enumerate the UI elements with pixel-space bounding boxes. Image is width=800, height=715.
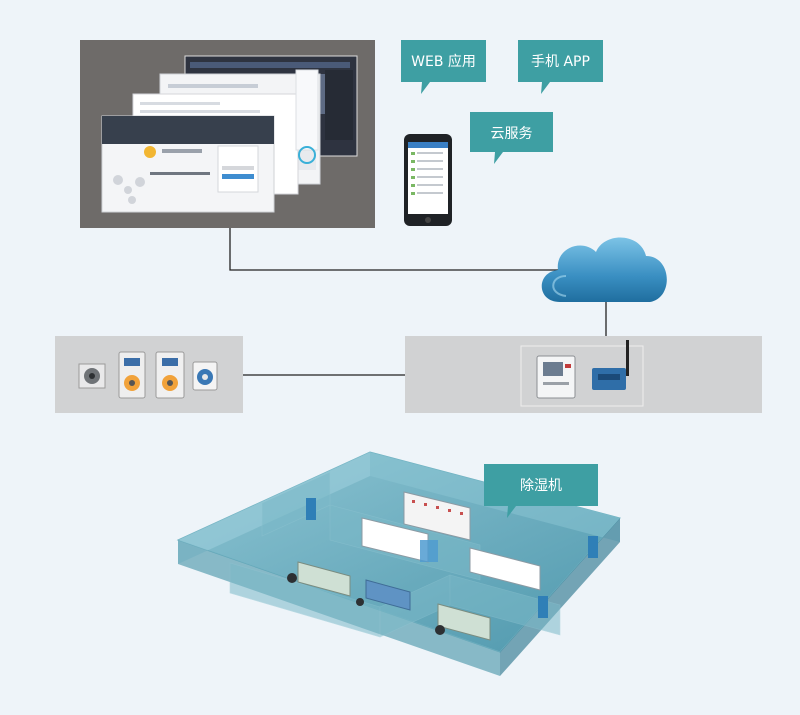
line-web-to-cloud bbox=[229, 228, 560, 271]
phone-device bbox=[404, 134, 452, 226]
connector-lines bbox=[229, 228, 607, 376]
callout-cloud-service-label: 云服务 bbox=[491, 126, 533, 142]
cloud-icon bbox=[541, 237, 667, 302]
callout-cloud-service: 云服务 bbox=[470, 112, 553, 164]
field-devices-panel bbox=[55, 336, 243, 413]
web-screens-panel bbox=[80, 40, 375, 228]
callout-dehumidifier-label: 除湿机 bbox=[520, 478, 562, 494]
callout-web-app-label: WEB 应用 bbox=[411, 53, 476, 70]
server-racks bbox=[361, 491, 541, 591]
callout-mobile-app-label: 手机 APP bbox=[531, 54, 590, 70]
equipment-cabinets bbox=[287, 561, 491, 641]
callout-mobile-app: 手机 APP bbox=[518, 40, 603, 94]
gateway-panel bbox=[405, 336, 762, 413]
callout-web-app: WEB 应用 bbox=[401, 40, 486, 94]
callout-dehumidifier: 除湿机 bbox=[484, 464, 598, 518]
